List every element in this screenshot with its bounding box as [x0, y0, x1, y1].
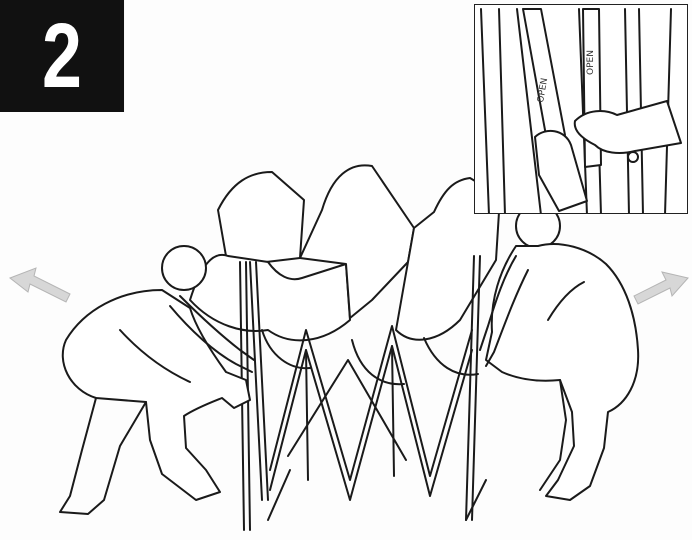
- step-number: 2: [42, 10, 82, 102]
- detail-inset: OPEN OPEN: [474, 4, 688, 214]
- arrow-left-icon: [10, 268, 70, 302]
- inset-tag-right: OPEN: [586, 50, 596, 75]
- step-number-badge: 2: [0, 0, 124, 112]
- canopy-fabric: [190, 165, 500, 384]
- inset-illustration: OPEN OPEN: [475, 5, 688, 214]
- person-right: [480, 204, 638, 500]
- arrow-right-icon: [634, 272, 688, 304]
